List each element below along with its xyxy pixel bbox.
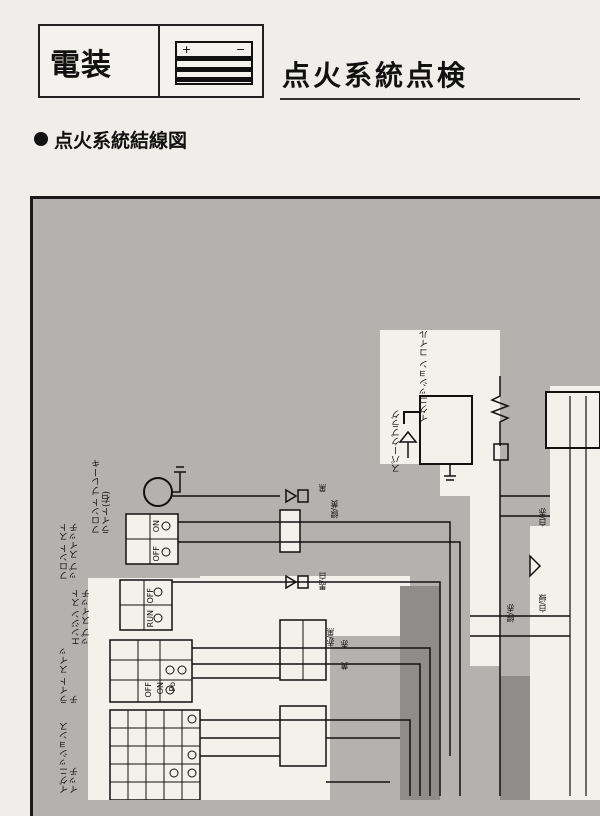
dark-block-b — [500, 676, 530, 800]
spark-plug-label: スパークプラグ — [392, 410, 402, 473]
section-subtitle: 点火系統結線図 — [34, 126, 187, 153]
cdi-lower-panel — [530, 526, 600, 800]
light-state-po: Po — [168, 682, 177, 692]
wire-tag-black: 黒 — [318, 484, 327, 492]
wire-tag-green-yellow: 緑/黄 — [330, 500, 339, 519]
front-stop-switch-label: フロント ストップ スイッチ — [60, 523, 80, 580]
category-divider — [158, 26, 160, 96]
ignition-switch-box — [109, 709, 201, 800]
connector-panel — [200, 576, 410, 636]
battery-icon: + − — [175, 41, 253, 85]
wire-connector-3 — [279, 705, 327, 767]
category-label: 電装 — [50, 48, 112, 83]
cdi-unit — [545, 391, 600, 449]
wire-connector-1 — [279, 509, 301, 553]
engine-stop-state-off: OFF — [146, 588, 155, 604]
subtitle-text: 点火系統結線図 — [54, 130, 188, 152]
ignition-coil-label: イグニッション コイル — [420, 330, 430, 423]
light-state-off: OFF — [144, 682, 153, 698]
wire-tag-yellow: 黄 — [340, 662, 349, 670]
wire-tag-white-red: 白/赤 — [538, 508, 547, 527]
ignition-panel — [380, 330, 500, 666]
wiring-diagram — [88, 330, 600, 800]
light-state-on: ON — [156, 682, 165, 695]
category-box: 電装 + − — [38, 24, 264, 98]
engine-stop-switch-label: エンジン ストップ スイッチ — [72, 589, 92, 646]
brake-lamp-icon — [143, 477, 173, 507]
wire-tag-red-black: 赤/黒 — [326, 628, 335, 647]
wire-tag-red: 赤 — [340, 640, 349, 648]
ignition-switch-label: イグニッションスイッチ — [60, 722, 80, 794]
svg-text:+: + — [182, 43, 191, 56]
page-title: 点火系統点検 — [282, 59, 469, 92]
wire-tag-white-green: 白/緑 — [538, 594, 547, 613]
front-stop-state-off: OFF — [152, 546, 161, 562]
svg-text:−: − — [236, 43, 245, 56]
ignition-coil — [419, 395, 473, 465]
wire-tag-green-red: 緑/赤 — [506, 604, 515, 623]
bullet-icon — [34, 132, 48, 146]
front-stop-state-on: ON — [152, 520, 161, 533]
title-rule — [280, 98, 580, 100]
light-switch-label: ライト スイッチ — [60, 647, 80, 704]
front-brake-light-label: フロント ブレーキ ライト(右) — [92, 459, 112, 534]
wire-tag-black-white: 黒/白 — [318, 572, 327, 591]
engine-stop-state-run: RUN — [146, 610, 155, 628]
